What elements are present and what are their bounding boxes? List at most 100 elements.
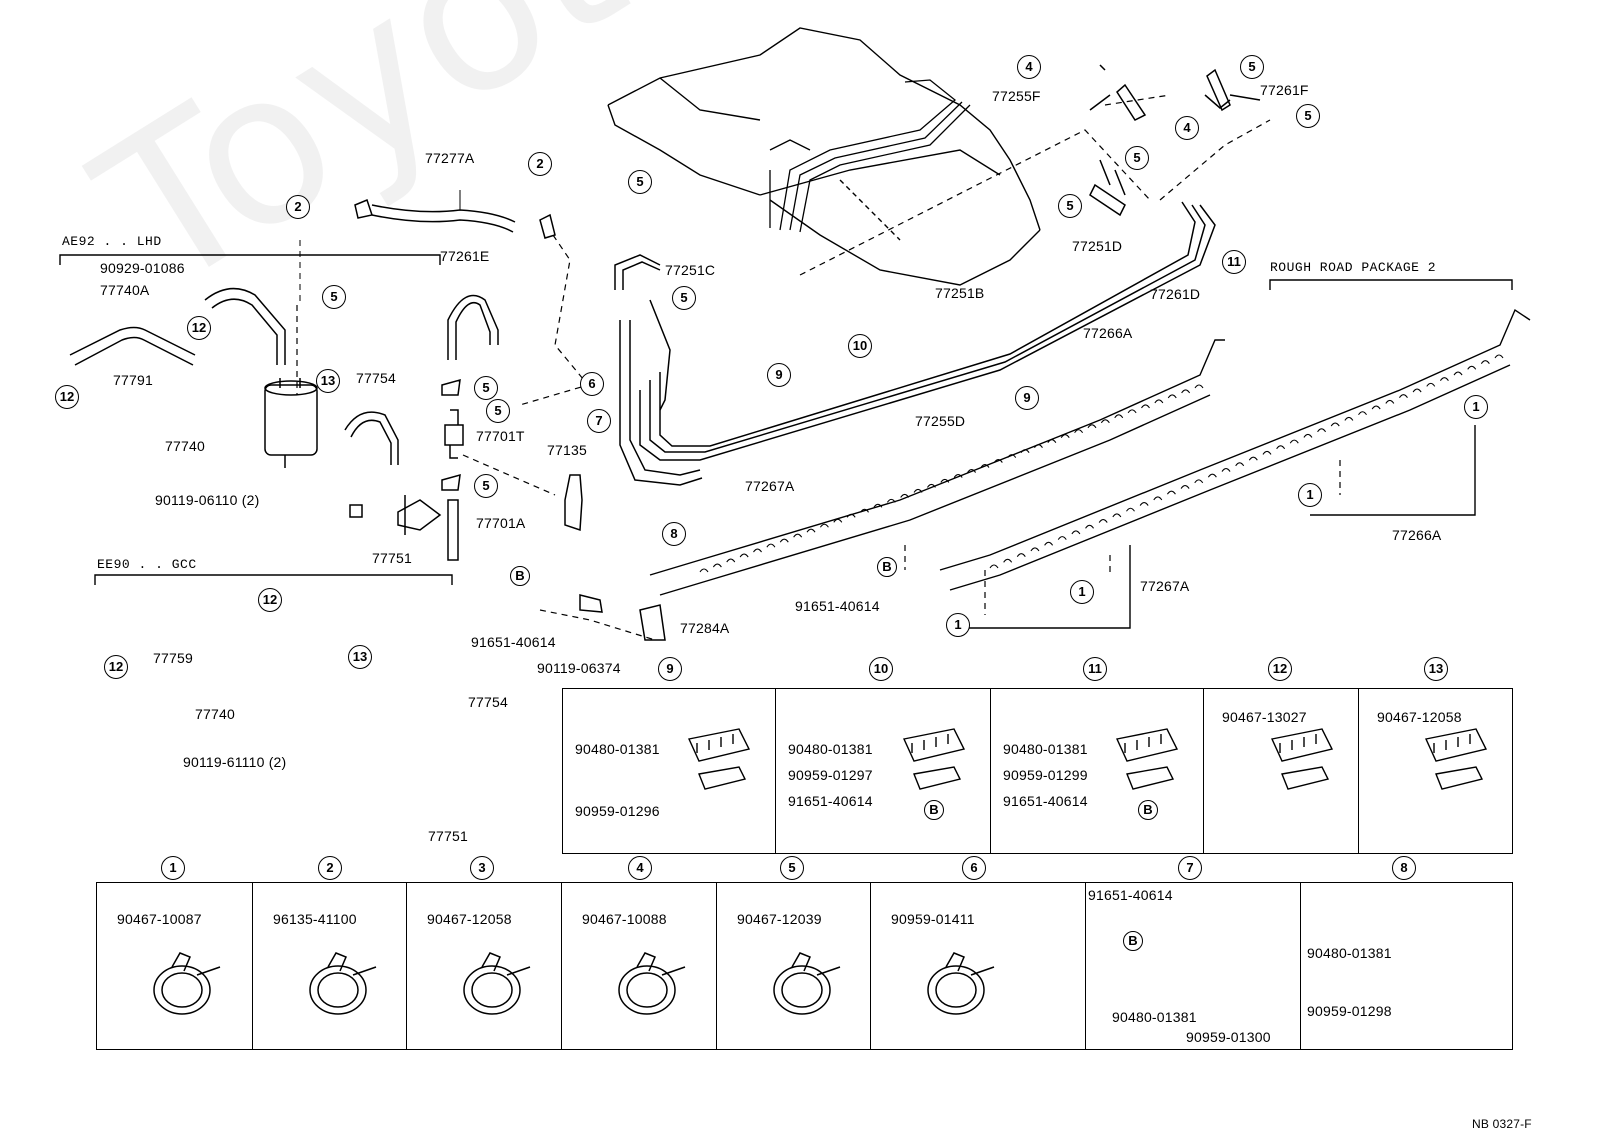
ladder-tooth	[1235, 462, 1245, 467]
ref-marker-b: B	[877, 557, 897, 577]
clamp-sketch	[309, 952, 377, 1015]
ladder-tooth	[1141, 404, 1150, 409]
ladder-tooth	[1426, 382, 1436, 387]
bottom-box-1: 90467-10087	[96, 882, 253, 1050]
detail-part-label: 91651-40614	[788, 793, 873, 809]
bottom-part-label: 90467-12058	[427, 911, 512, 927]
ladder-tooth	[1098, 519, 1108, 523]
ref-marker-2: 2	[318, 856, 342, 880]
group-title-rough: ROUGH ROAD PACKAGE 2	[1270, 260, 1437, 275]
ladder-tooth	[1289, 439, 1299, 444]
ladder-tooth	[967, 469, 977, 473]
ref-marker-7: 7	[587, 409, 611, 433]
ref-marker-12: 12	[258, 588, 282, 612]
group-title-ee90: EE90 . . GCC	[97, 557, 197, 572]
group-brackets	[59, 254, 1513, 629]
ladder-tooth	[1399, 394, 1408, 399]
ref-marker-6: 6	[962, 856, 986, 880]
ladder-tooth	[1085, 524, 1094, 529]
ladder-tooth	[1167, 394, 1177, 399]
ladder-tooth	[819, 523, 829, 528]
ladder-tooth	[1016, 553, 1026, 557]
ladder-tooth	[1181, 389, 1191, 394]
ladder-tooth	[1262, 450, 1272, 455]
ladder-tooth	[1087, 424, 1097, 429]
ref-marker-1: 1	[1298, 483, 1322, 507]
ladder-tooth	[1071, 530, 1081, 535]
ladder-tooth	[886, 498, 896, 503]
ref-marker-b: B	[1123, 931, 1143, 951]
ref-marker-5: 5	[672, 286, 696, 310]
ladder-tooth	[1074, 429, 1084, 434]
ref-marker-b: B	[1138, 800, 1158, 820]
ladder-tooth	[1112, 513, 1122, 518]
detail-part-label: 90480-01381	[1003, 741, 1088, 757]
ref-marker-1: 1	[1464, 395, 1488, 419]
detail-part-label: 91651-40614	[1003, 793, 1088, 809]
part-label: 77754	[356, 370, 396, 386]
ladder-tooth	[1047, 439, 1057, 444]
part-label: 90929-01086	[100, 260, 185, 276]
part-label: 77791	[113, 372, 153, 388]
part-label: 77701T	[476, 428, 525, 444]
clamp-sketch	[463, 952, 531, 1015]
ladder-tooth	[726, 558, 736, 563]
clamp-sketch	[1270, 728, 1334, 790]
ladder-tooth	[1003, 558, 1013, 563]
detail-part-label: 90959-01296	[575, 803, 660, 819]
clamp-sketch	[927, 952, 995, 1015]
ladder-tooth	[1480, 360, 1490, 364]
ladder-tooth	[1127, 409, 1137, 414]
ladder-tooth	[1153, 496, 1163, 501]
bottom-part-label: 90959-01300	[1186, 1029, 1271, 1045]
ref-marker-4: 4	[628, 856, 652, 880]
clamp-sketch	[687, 728, 751, 790]
ref-marker-4: 4	[1017, 55, 1041, 79]
bottom-part-label: 96135-41100	[273, 911, 357, 927]
ref-marker-5: 5	[1240, 55, 1264, 79]
part-label: 77267A	[1140, 578, 1190, 594]
clamp-sketch	[773, 952, 841, 1015]
ladder-tooth	[1303, 433, 1313, 438]
part-label: 91651-40614	[471, 634, 556, 650]
bottom-part-label: 90467-12039	[737, 911, 822, 927]
part-label: 77255F	[992, 88, 1041, 104]
ladder-tooth	[833, 518, 843, 523]
clamp-sketch	[1424, 728, 1488, 790]
bottom-box-2: 96135-41100	[252, 882, 407, 1050]
body-outline	[607, 27, 1041, 286]
ladder-tooth	[1248, 456, 1258, 461]
ref-marker-6: 6	[580, 372, 604, 396]
ladder-tooth	[1166, 490, 1176, 495]
ladder-tooth	[989, 564, 999, 569]
part-label: 77261F	[1260, 82, 1309, 98]
dashed-leaders	[296, 94, 1341, 641]
ladder-tooth	[980, 464, 990, 468]
ladder-tooth	[1412, 388, 1422, 393]
part-label: 77740A	[100, 282, 150, 298]
bottom-part-label: 90959-01411	[891, 911, 975, 927]
detail-part-label: 90959-01297	[788, 767, 873, 783]
ladder-tooth	[779, 538, 789, 543]
ladder-tooth	[1276, 445, 1286, 450]
ref-marker-12: 12	[187, 316, 211, 340]
ref-marker-1: 1	[946, 613, 970, 637]
ref-marker-2: 2	[528, 152, 552, 176]
ref-marker-9: 9	[767, 363, 791, 387]
ladder-tooth	[1030, 547, 1040, 552]
ref-marker-5: 5	[780, 856, 804, 880]
ref-marker-8: 8	[662, 522, 686, 546]
part-label: 77255D	[915, 413, 966, 429]
detail-box-13: 90467-12058	[1358, 688, 1513, 854]
ladder-tooth	[900, 493, 910, 498]
detail-box-12: 90467-13027	[1203, 688, 1359, 854]
detail-part-label: 90467-12058	[1377, 709, 1462, 725]
clamp-sketch	[618, 952, 686, 1015]
ladder-tooth	[1194, 479, 1204, 484]
part-label: 77266A	[1392, 527, 1442, 543]
part-label: 77267A	[745, 478, 795, 494]
ladder-tooth	[1180, 485, 1190, 489]
ref-marker-5: 5	[474, 376, 498, 400]
